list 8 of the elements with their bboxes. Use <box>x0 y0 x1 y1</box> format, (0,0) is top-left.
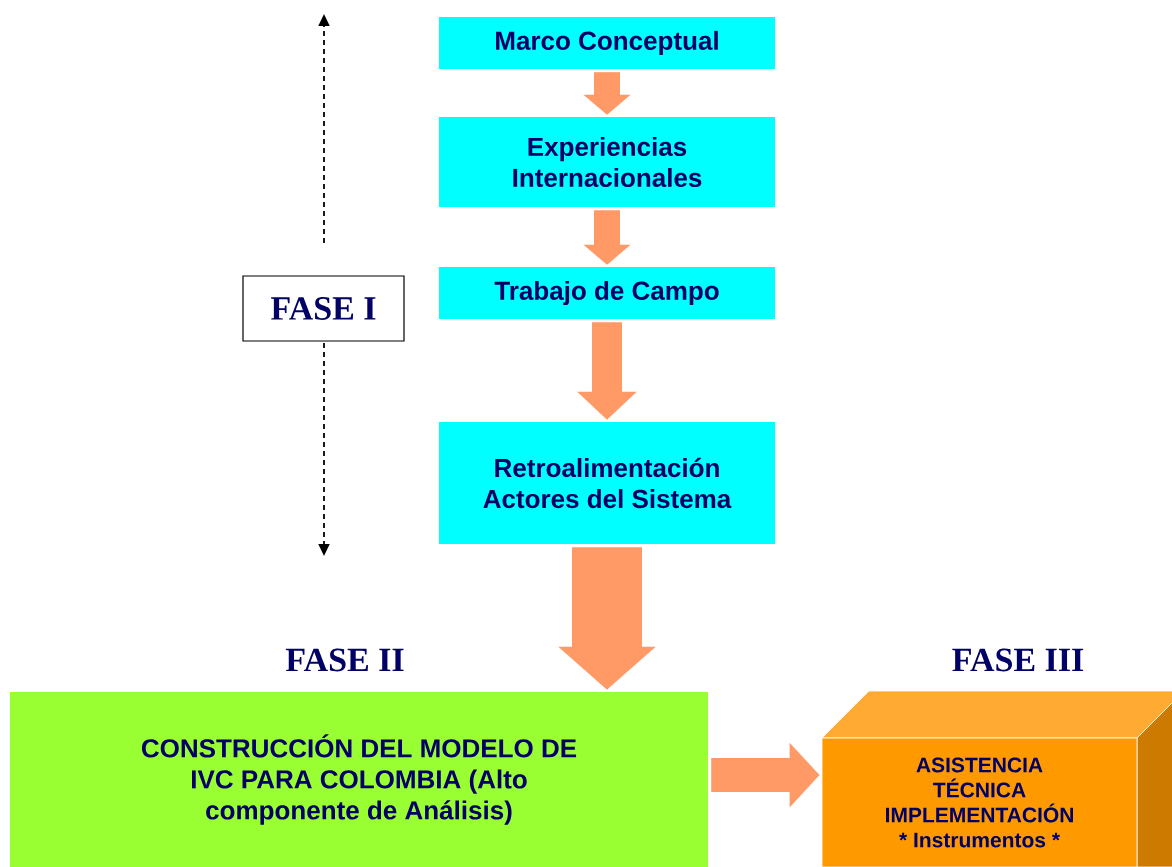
phase-box: FASE I <box>242 275 405 342</box>
phase-label: FASE III <box>952 648 1084 672</box>
process-box: Retroalimentación Actores del Sistema <box>439 422 775 544</box>
process-box: Trabajo de Campo <box>439 267 775 319</box>
process-box: Marco Conceptual <box>439 17 775 69</box>
process-box: Experiencias Internacionales <box>439 117 775 207</box>
process-box: CONSTRUCCIÓN DEL MODELO DE IVC PARA COLOMBIA (Alto componente de Análisis) <box>10 692 708 867</box>
cube-box: ASISTENCIA TÉCNICA IMPLEMENTACIÓN * Instrumentos * <box>821 690 1172 867</box>
